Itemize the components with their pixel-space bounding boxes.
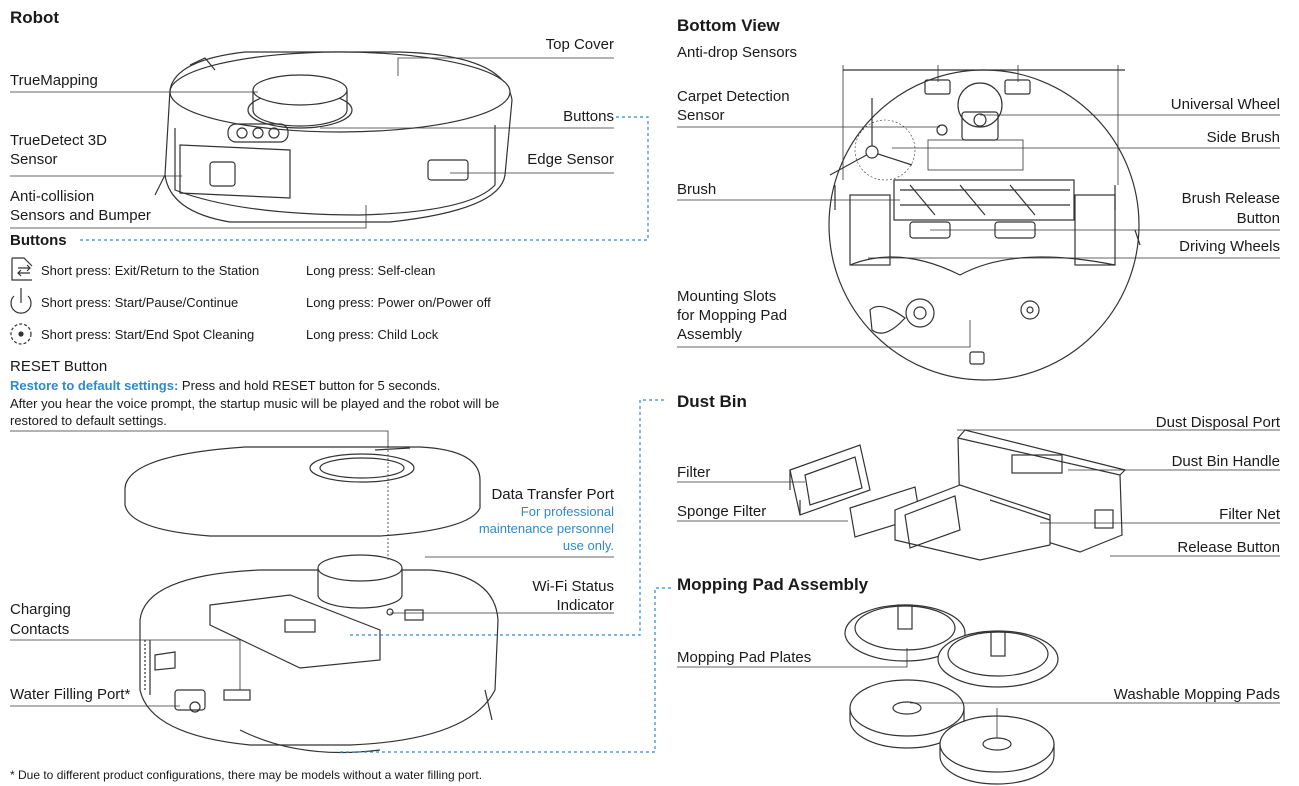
bottom-view-leader-lines <box>677 65 1280 348</box>
robot-heading: Robot <box>10 8 60 27</box>
pro-note-2: maintenance personnel <box>478 521 614 536</box>
label-anti-drop: Anti-drop Sensors <box>677 44 798 61</box>
label-wifi-2: Indicator <box>556 597 614 614</box>
button-row-short: Short press: Start/End Spot Cleaning <box>41 327 255 342</box>
label-dust-bin-handle: Dust Bin Handle <box>1171 453 1280 470</box>
label-sponge-filter: Sponge Filter <box>677 503 767 520</box>
label-filter: Filter <box>677 464 711 481</box>
label-buttons: Buttons <box>563 108 614 125</box>
button-row-long: Long press: Child Lock <box>306 327 439 342</box>
label-water-filling: Water Filling Port* <box>10 686 131 703</box>
label-data-transfer-port: Data Transfer Port <box>491 486 614 503</box>
label-universal-wheel: Universal Wheel <box>1170 96 1280 113</box>
buttons-heading: Buttons <box>10 232 67 249</box>
label-truedetect-1: TrueDetect 3D <box>10 132 107 149</box>
label-carpet-2: Sensor <box>677 107 725 124</box>
dust-bin-drawing <box>789 429 1127 561</box>
mopping-drawing <box>844 604 1059 785</box>
reset-lead: Restore to default settings: <box>10 378 179 393</box>
button-row-short: Short press: Exit/Return to the Station <box>41 263 260 278</box>
label-brush-release-2: Button <box>1236 210 1280 227</box>
label-anticollision-1: Anti-collision <box>10 188 95 205</box>
pro-note-3: use only. <box>562 538 614 553</box>
label-charging-2: Contacts <box>10 621 70 638</box>
footnote: * Due to different product configuration… <box>10 768 483 782</box>
label-brush: Brush <box>677 181 717 198</box>
label-charging-1: Charging <box>10 601 71 618</box>
label-filter-net: Filter Net <box>1219 506 1280 523</box>
robot-leader-lines <box>10 57 614 229</box>
label-mounting-1: Mounting Slots <box>677 288 777 305</box>
mopping-leader-lines <box>677 648 1280 738</box>
button-row-short: Short press: Start/Pause/Continue <box>41 295 239 310</box>
label-washable-pads: Washable Mopping Pads <box>1113 686 1280 703</box>
label-mopping-plates: Mopping Pad Plates <box>677 649 812 666</box>
label-mounting-3: Assembly <box>677 326 743 343</box>
reset-instruction: Press and hold RESET button for 5 second… <box>178 378 441 393</box>
label-wifi-1: Wi-Fi Status <box>532 578 614 595</box>
label-truemapping: TrueMapping <box>10 72 98 89</box>
button-row-long: Long press: Power on/Power off <box>306 295 491 310</box>
label-carpet-1: Carpet Detection <box>677 88 790 105</box>
button-row-long: Long press: Self-clean <box>306 263 436 278</box>
pro-note-1: For professional <box>520 504 614 519</box>
label-side-brush: Side Brush <box>1206 129 1280 146</box>
label-edge-sensor: Edge Sensor <box>527 151 614 168</box>
robot-top-drawing <box>154 51 513 223</box>
reset-heading: RESET Button <box>10 358 108 375</box>
label-dust-disposal-port: Dust Disposal Port <box>1155 414 1280 431</box>
mopping-heading: Mopping Pad Assembly <box>677 575 869 594</box>
label-brush-release-1: Brush Release <box>1181 190 1280 207</box>
label-truedetect-2: Sensor <box>10 151 58 168</box>
button-icons <box>10 257 33 345</box>
dust-bin-heading: Dust Bin <box>677 392 747 411</box>
bottom-view-drawing <box>828 69 1141 381</box>
robot-open-drawing <box>124 446 499 754</box>
reset-text-2: After you hear the voice prompt, the sta… <box>10 396 500 411</box>
reset-text-3: restored to default settings. <box>10 413 167 428</box>
label-mounting-2: for Mopping Pad <box>677 307 788 324</box>
robot-open-leader-lines <box>10 430 614 707</box>
label-top-cover: Top Cover <box>545 36 614 53</box>
bottom-view-heading: Bottom View <box>677 16 780 35</box>
label-release-button: Release Button <box>1177 539 1280 556</box>
label-driving-wheels: Driving Wheels <box>1179 238 1280 255</box>
reset-text-1: Restore to default settings: Press and h… <box>10 378 440 393</box>
label-anticollision-2: Sensors and Bumper <box>10 207 151 224</box>
dust-bin-leader-lines <box>677 429 1280 557</box>
